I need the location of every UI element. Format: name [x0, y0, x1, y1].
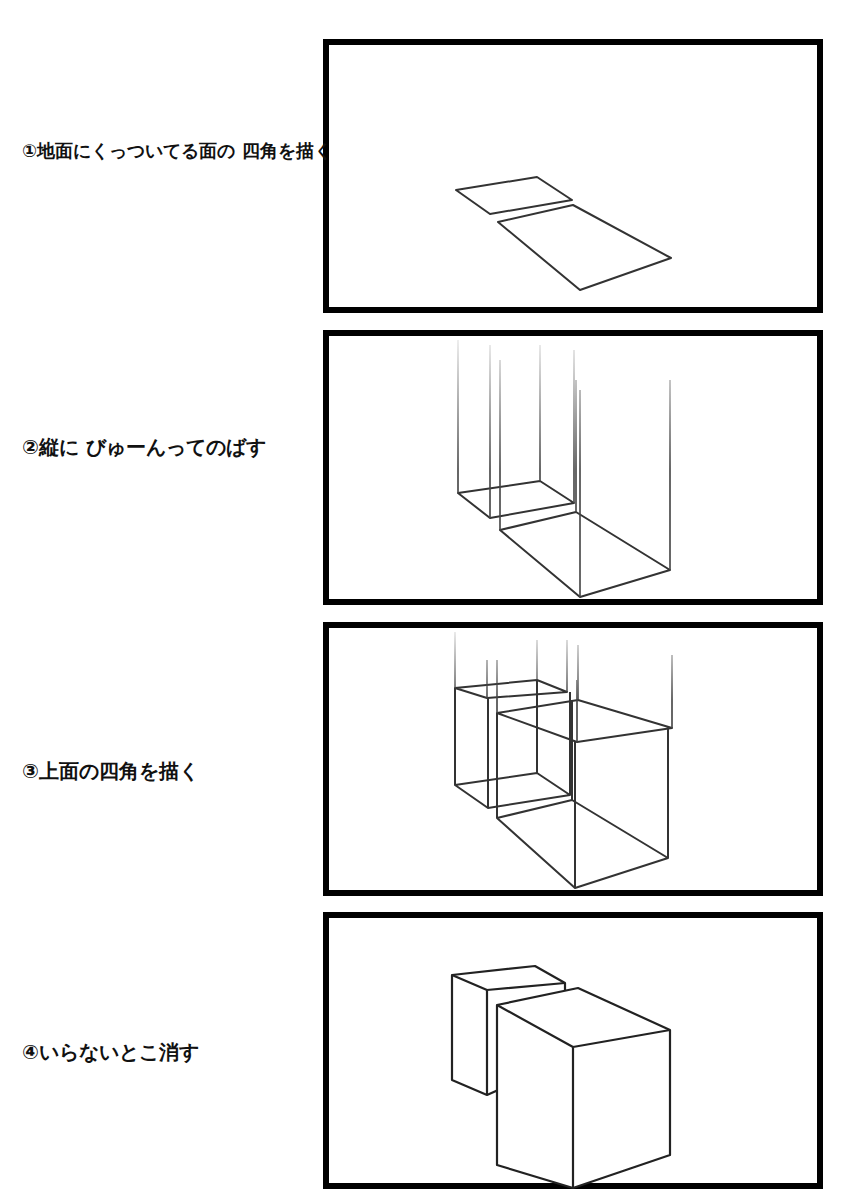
- step-label: ④いらないとこ消す: [22, 1037, 199, 1067]
- box-wireframes: [455, 680, 672, 888]
- panel-frame: [326, 333, 820, 602]
- vertical-lines: [458, 340, 670, 597]
- panel-frame: [326, 625, 820, 893]
- vertical-lines: [455, 632, 672, 742]
- panel-frame: [326, 42, 820, 310]
- finished-boxes: [452, 966, 670, 1188]
- step-label: ①地面にくっついてる面の 四角を描く: [22, 136, 332, 166]
- step-label: ②縦に びゅーんってのばす: [22, 432, 266, 462]
- step-label: ③上面の四角を描く: [22, 756, 199, 786]
- ground-squares: [456, 177, 671, 290]
